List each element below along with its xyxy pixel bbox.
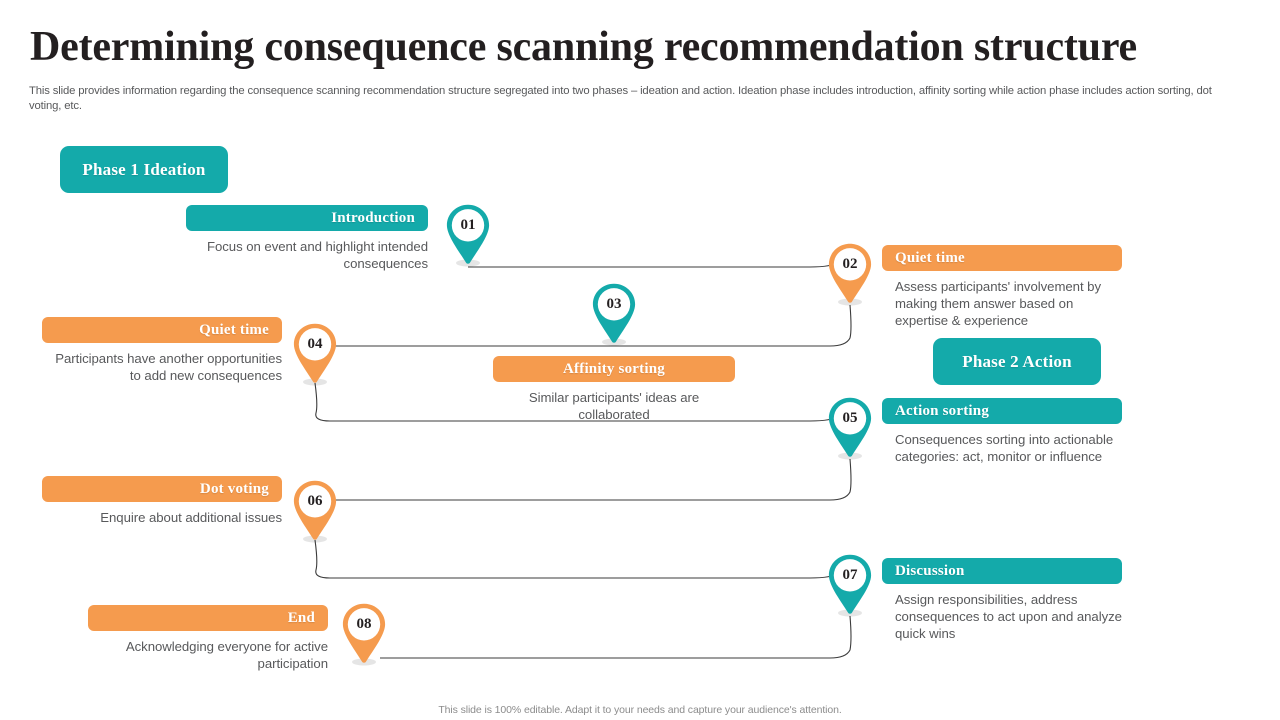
phase-2-badge: Phase 2 Action: [933, 338, 1101, 385]
step-06-number: 06: [307, 492, 323, 509]
phase-1-badge: Phase 1 Ideation: [60, 146, 228, 193]
step-08[interactable]: End Acknowledging everyone for active pa…: [88, 605, 328, 672]
step-03-title: Affinity sorting: [493, 356, 735, 382]
step-03-marker-pin-icon[interactable]: 03: [591, 282, 637, 346]
step-05-marker-pin-icon[interactable]: 05: [827, 396, 873, 460]
step-04-title: Quiet time: [42, 317, 282, 343]
step-04-description: Participants have another opportunities …: [55, 351, 282, 383]
page-subtitle: This slide provides information regardin…: [29, 85, 1212, 112]
step-02-title: Quiet time: [882, 245, 1122, 271]
step-07-title: Discussion: [882, 558, 1122, 584]
step-05[interactable]: Action sorting Consequences sorting into…: [882, 398, 1122, 465]
step-03[interactable]: Affinity sorting Similar participants' i…: [493, 356, 735, 423]
step-04-marker-pin-icon[interactable]: 04: [292, 322, 338, 386]
step-04[interactable]: Quiet time Participants have another opp…: [42, 317, 282, 384]
step-06-marker-pin-icon[interactable]: 06: [292, 479, 338, 543]
step-08-number: 08: [356, 615, 372, 632]
step-01-number: 01: [460, 216, 476, 233]
step-03-description: Similar participants' ideas are collabor…: [528, 390, 700, 422]
step-01-marker-pin-icon[interactable]: 01: [445, 203, 491, 267]
step-01-description: Focus on event and highlight intended co…: [206, 239, 428, 271]
step-02[interactable]: Quiet time Assess participants' involvem…: [882, 245, 1122, 329]
step-08-description: Acknowledging everyone for active partic…: [125, 639, 328, 671]
step-05-title: Action sorting: [882, 398, 1122, 424]
step-08-title: End: [88, 605, 328, 631]
step-02-marker-pin-icon[interactable]: 02: [827, 242, 873, 306]
step-02-number: 02: [842, 255, 858, 272]
step-05-number: 05: [842, 409, 858, 426]
step-07[interactable]: Discussion Assign responsibilities, addr…: [882, 558, 1122, 642]
step-01-title: Introduction: [186, 205, 428, 231]
step-05-description: Consequences sorting into actionable cat…: [895, 432, 1114, 464]
step-04-number: 04: [307, 335, 323, 352]
step-06[interactable]: Dot voting Enquire about additional issu…: [42, 476, 282, 526]
step-06-title: Dot voting: [42, 476, 282, 502]
step-01[interactable]: Introduction Focus on event and highligh…: [186, 205, 428, 272]
step-07-number: 07: [842, 566, 858, 583]
step-07-marker-pin-icon[interactable]: 07: [827, 553, 873, 617]
step-06-description: Enquire about additional issues: [100, 510, 282, 525]
step-07-description: Assign responsibilities, address consequ…: [895, 592, 1122, 641]
page-title: Determining consequence scanning recomme…: [30, 24, 1137, 70]
step-03-number: 03: [606, 295, 622, 312]
step-02-description: Assess participants' involvement by maki…: [895, 279, 1101, 328]
step-08-marker-pin-icon[interactable]: 08: [341, 602, 387, 666]
footer-note: This slide is 100% editable. Adapt it to…: [438, 704, 842, 716]
